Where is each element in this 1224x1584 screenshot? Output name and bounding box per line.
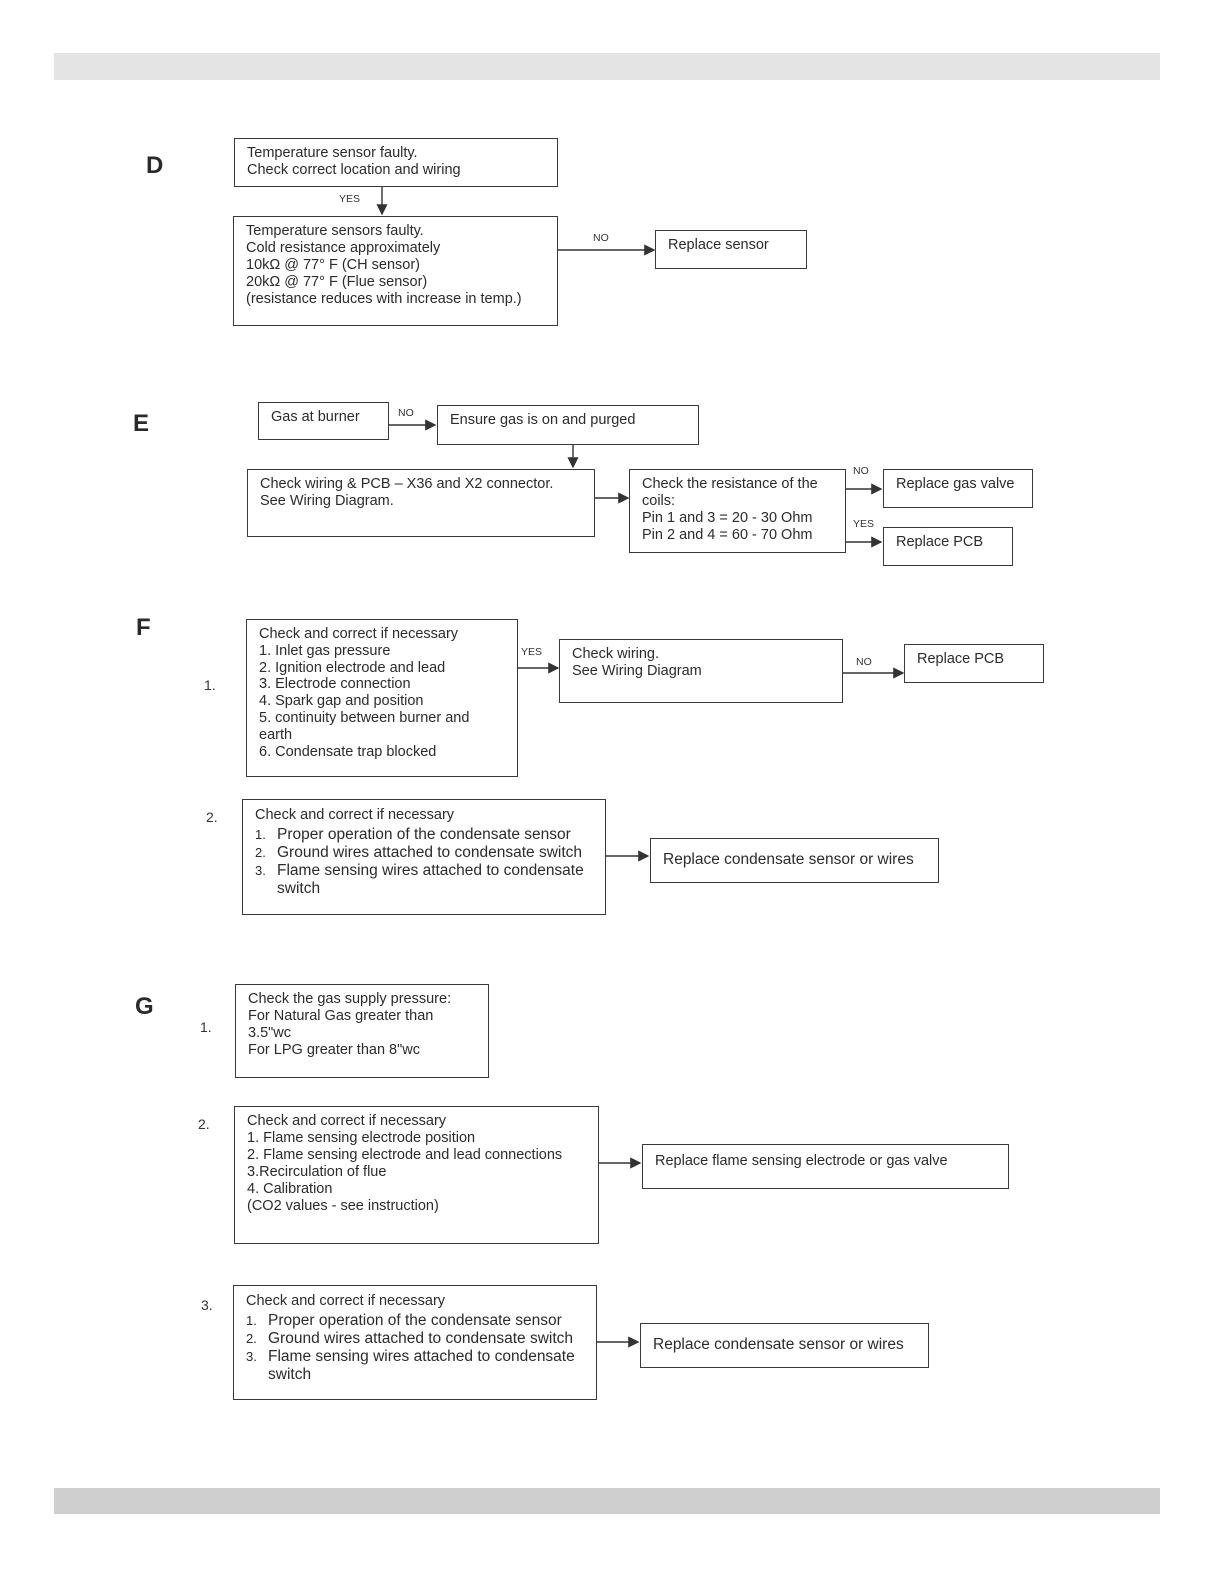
d-box2-line: (resistance reduces with increase in tem… [246, 291, 522, 307]
g-box2-line: 3.Recirculation of flue [247, 1164, 387, 1180]
f-box2-list: 1.Proper operation of the condensate sen… [255, 826, 593, 898]
g-checklist-box-2: Check and correct if necessary 1. Flame … [234, 1106, 599, 1244]
e-result-no: Replace gas valve [896, 476, 1015, 492]
f-box1-item: 1. Inlet gas pressure [259, 642, 391, 659]
g-box1-line: For Natural Gas greater than [248, 1008, 434, 1024]
f-yes-label: YES [521, 646, 543, 658]
f-box1-item: 3. Electrode connection [259, 676, 411, 693]
e-no-label: NO [398, 407, 414, 419]
e-replace-gas-valve-box: Replace gas valve [883, 469, 1033, 508]
e-wiring-line: See Wiring Diagram. [260, 493, 394, 509]
d-box2-line: 20kΩ @ 77° F (Flue sensor) [246, 274, 428, 290]
g-replace-flame-electrode-box: Replace flame sensing electrode or gas v… [642, 1144, 1009, 1189]
e-coil-resistance-box: Check the resistance of the coils: Pin 1… [629, 469, 846, 553]
d-resistance-box: Temperature sensors faulty. Cold resista… [233, 216, 558, 326]
g-gas-pressure-box: Check the gas supply pressure: For Natur… [235, 984, 489, 1078]
d-replace-sensor-box: Replace sensor [655, 230, 807, 269]
f-box1-title: Check and correct if necessary [259, 626, 459, 642]
e-gas-text: Gas at burner [271, 409, 360, 425]
f-box1-item: 2. Ignition electrode and lead [259, 659, 446, 676]
e-result-yes: Replace PCB [896, 534, 984, 550]
e-coils-line: Pin 2 and 4 = 60 - 70 Ohm [642, 527, 813, 543]
g-box2-line: (CO2 values - see instruction) [247, 1198, 439, 1214]
e-ensure-gas-box: Ensure gas is on and purged [437, 405, 699, 445]
f-no-label: NO [856, 656, 872, 668]
d-box1-line: Temperature sensor faulty. [247, 145, 418, 161]
g-box2-line: 2. Flame sensing electrode and lead conn… [247, 1147, 563, 1163]
f-box2-title: Check and correct if necessary [255, 807, 455, 823]
section-letter-f: F [136, 614, 151, 641]
g-step-1-number: 1. [200, 1019, 212, 1035]
d-yes-label: YES [339, 193, 361, 205]
f-wiring-line: See Wiring Diagram [572, 663, 702, 679]
e-no-label-2: NO [853, 465, 869, 477]
f-replace-pcb-box: Replace PCB [904, 644, 1044, 683]
g-result2-text: Replace flame sensing electrode or gas v… [655, 1153, 948, 1169]
g-box3-title: Check and correct if necessary [246, 1293, 446, 1309]
d-box2-line: 10kΩ @ 77° F (CH sensor) [246, 257, 420, 273]
e-coils-line: Pin 1 and 3 = 20 - 30 Ohm [642, 510, 813, 526]
footer-bar [54, 1488, 1160, 1514]
g-result3-text: Replace condensate sensor or wires [653, 1336, 904, 1353]
e-wiring-line: Check wiring & PCB – X36 and X2 connecto… [260, 476, 554, 492]
f-result2-text: Replace condensate sensor or wires [663, 851, 914, 868]
f-checklist-box-1: Check and correct if necessary 1. Inlet … [246, 619, 518, 777]
f-check-wiring-box: Check wiring. See Wiring Diagram [559, 639, 843, 703]
section-letter-e: E [133, 410, 150, 437]
d-box2-line: Cold resistance approximately [246, 240, 441, 256]
f-wiring-line: Check wiring. [572, 646, 660, 662]
section-letter-g: G [135, 993, 154, 1020]
e-replace-pcb-box: Replace PCB [883, 527, 1013, 566]
list-item: 3.Flame sensing wires attached to conden… [255, 862, 584, 897]
g-box2-line: Check and correct if necessary [247, 1113, 447, 1129]
f-result1-text: Replace PCB [917, 651, 1005, 667]
f-step-2-number: 2. [206, 809, 218, 825]
e-yes-label: YES [853, 518, 875, 530]
list-item: 3.Flame sensing wires attached to conden… [246, 1348, 575, 1383]
list-item: 1.Proper operation of the condensate sen… [255, 826, 571, 843]
g-box3-list: 1.Proper operation of the condensate sen… [246, 1312, 584, 1384]
d-box1-line: Check correct location and wiring [247, 162, 461, 178]
g-box1-line: 3.5"wc [248, 1025, 292, 1041]
list-item: 2.Ground wires attached to condensate sw… [255, 844, 583, 861]
g-box1-line: Check the gas supply pressure: [248, 991, 452, 1007]
f-box1-item: 4. Spark gap and position [259, 693, 424, 710]
g-step-3-number: 3. [201, 1297, 213, 1313]
f-checklist-box-2: Check and correct if necessary 1.Proper … [242, 799, 606, 915]
d-sensor-check-box: Temperature sensor faulty. Check correct… [234, 138, 558, 187]
e-coils-line: coils: [642, 493, 676, 509]
f-box1-item: 6. Condensate trap blocked [259, 743, 437, 760]
g-replace-condensate-box: Replace condensate sensor or wires [640, 1323, 929, 1368]
e-check-wiring-box: Check wiring & PCB – X36 and X2 connecto… [247, 469, 595, 537]
f-box1-item: 5. continuity between burner and [259, 709, 470, 726]
list-item: 2.Ground wires attached to condensate sw… [246, 1330, 574, 1347]
d-no-label: NO [593, 232, 609, 244]
g-checklist-box-3: Check and correct if necessary 1.Proper … [233, 1285, 597, 1400]
f-step-1-number: 1. [204, 677, 216, 693]
list-item: 1.Proper operation of the condensate sen… [246, 1312, 562, 1329]
g-box2-line: 1. Flame sensing electrode position [247, 1130, 476, 1146]
g-step-2-number: 2. [198, 1116, 210, 1132]
f-box1-item: earth [259, 726, 293, 743]
e-ensure-text: Ensure gas is on and purged [450, 412, 636, 428]
header-bar [54, 53, 1160, 80]
g-box1-line: For LPG greater than 8"wc [248, 1042, 420, 1058]
f-replace-condensate-box: Replace condensate sensor or wires [650, 838, 939, 883]
d-result-text: Replace sensor [668, 237, 769, 253]
section-letter-d: D [146, 152, 164, 179]
d-box2-line: Temperature sensors faulty. [246, 223, 424, 239]
e-coils-line: Check the resistance of the [642, 476, 818, 492]
e-gas-at-burner-box: Gas at burner [258, 402, 389, 440]
g-box2-line: 4. Calibration [247, 1181, 333, 1197]
